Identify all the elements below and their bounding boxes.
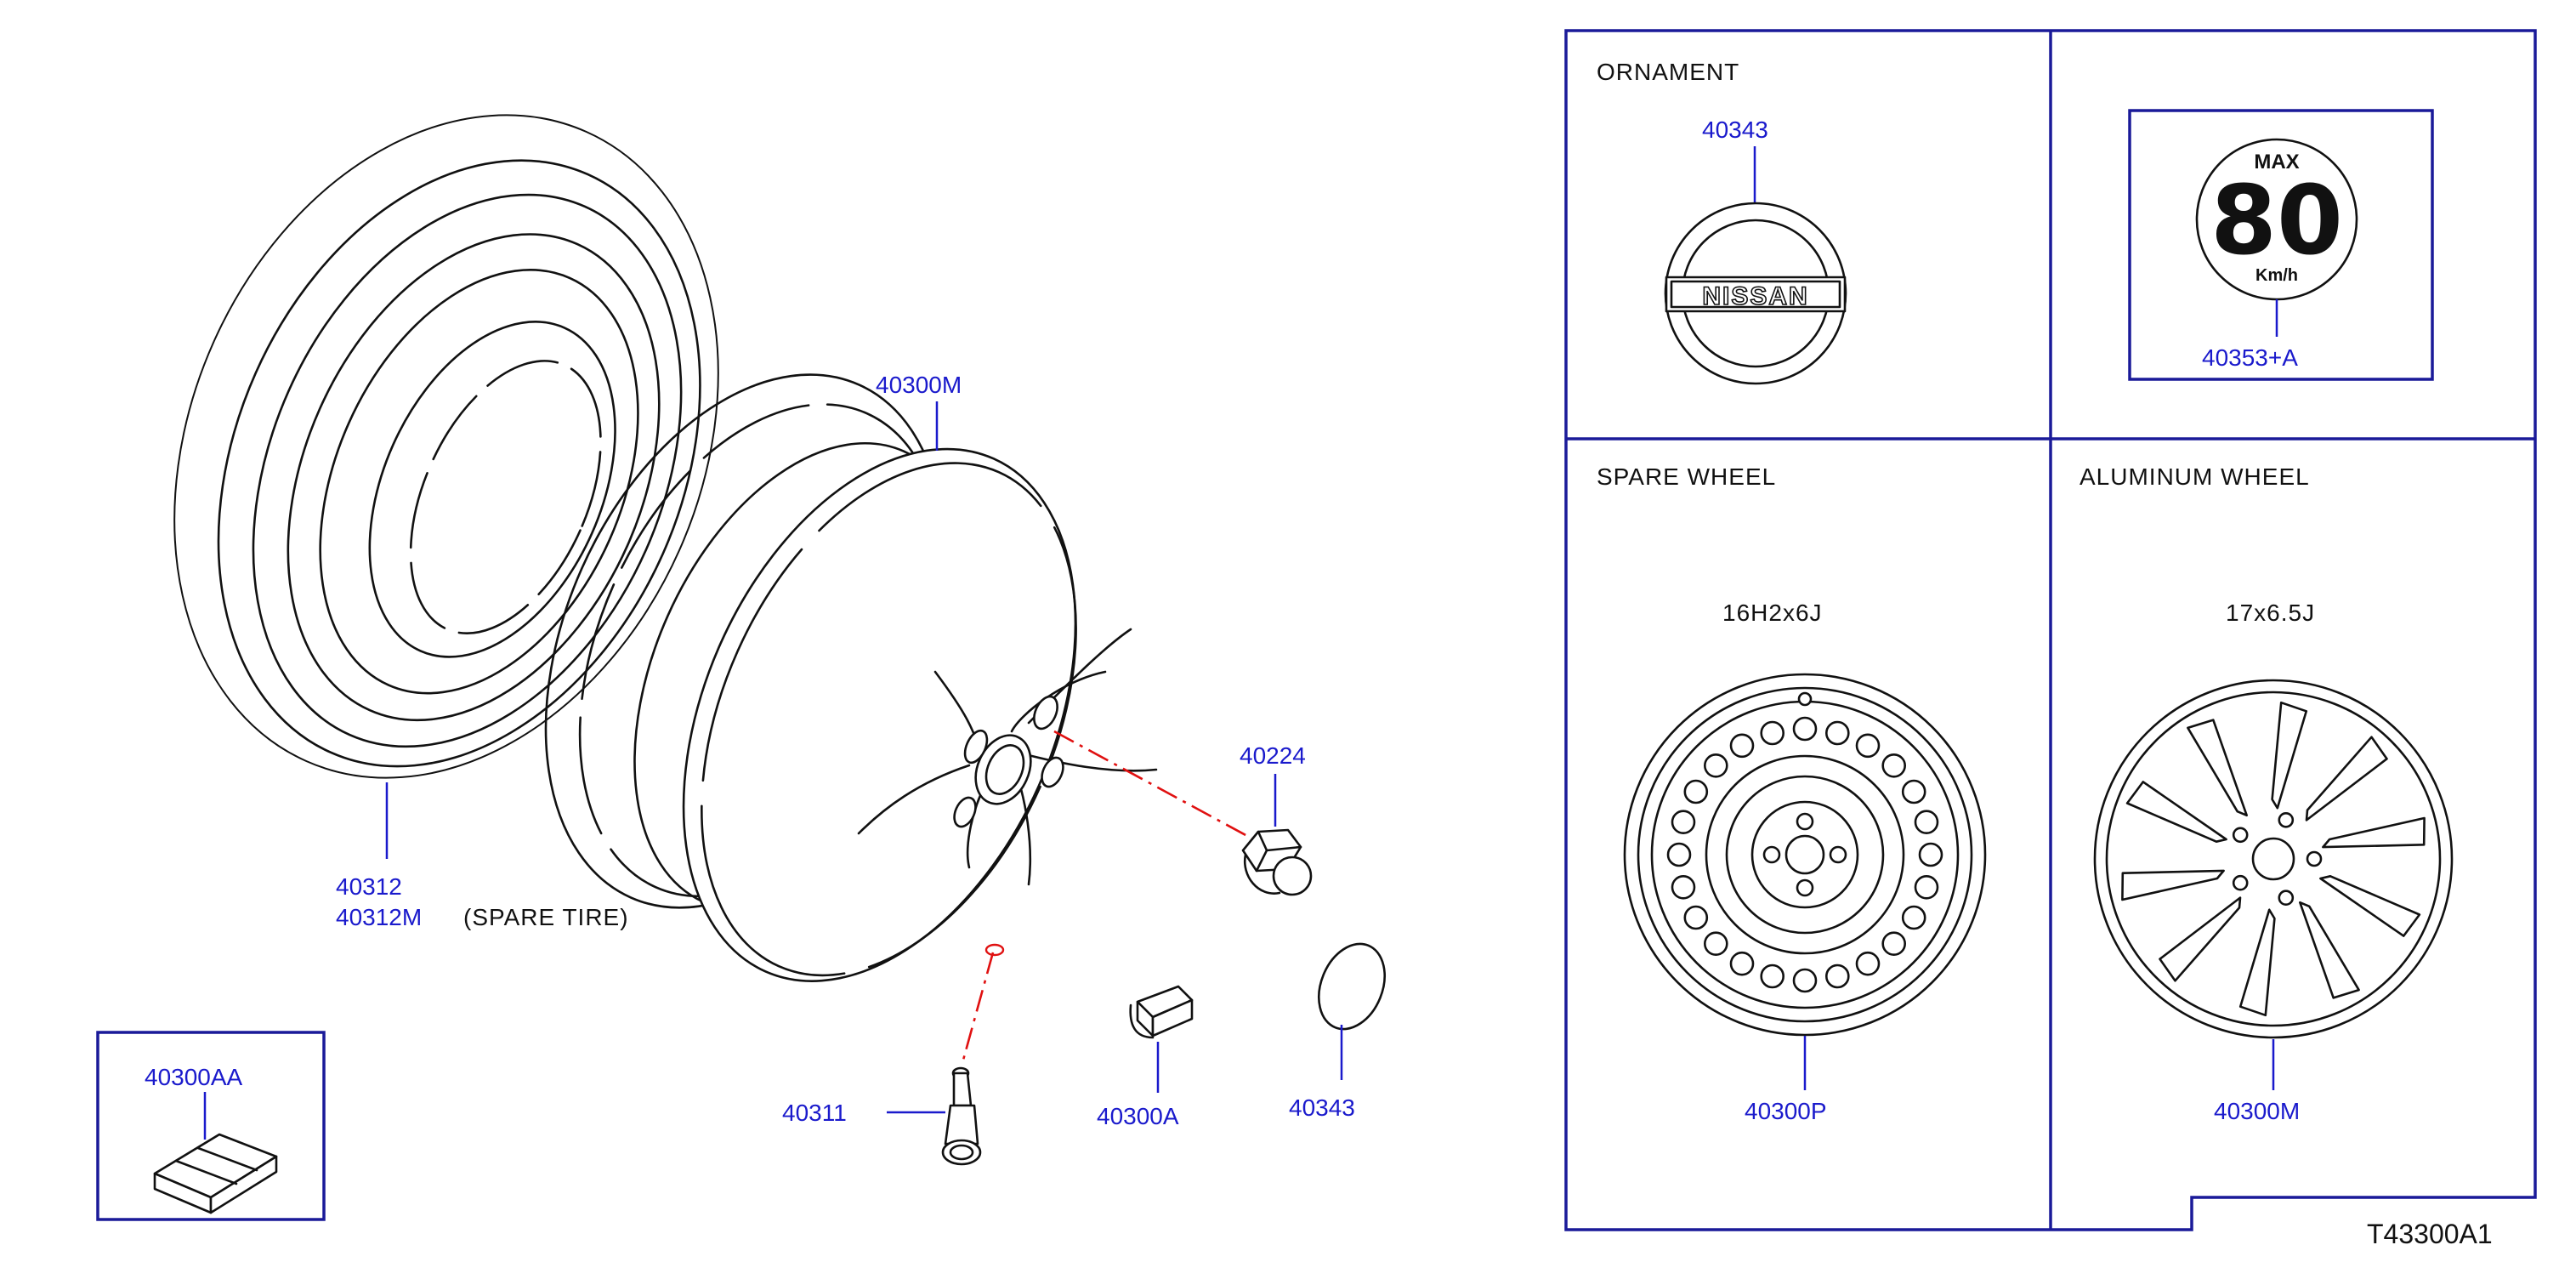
spare-wheel-vent-hole	[1792, 716, 1818, 742]
spare-wheel-part-number: 40300P	[1745, 1098, 1827, 1124]
spare-wheel-vent-hole	[1671, 810, 1696, 835]
ornament-title: ORNAMENT	[1597, 59, 1739, 85]
wheel-part-number: 40300M	[876, 372, 962, 398]
ornament-badge-text: NISSAN	[1702, 282, 1808, 310]
aluminum-wheel-spoke-window	[2271, 701, 2308, 810]
speed-unit: Km/h	[2255, 266, 2298, 285]
aluminum-wheel-part-number: 40300M	[2214, 1098, 2300, 1124]
aluminum-wheel-lug-hole	[2278, 890, 2295, 906]
spare-wheel-vent-hole	[1666, 842, 1692, 867]
speed-label-part-number: 40353+A	[2202, 344, 2298, 371]
ornament-part-number: 40343	[1702, 117, 1768, 143]
aluminum-wheel-title: ALUMINUM WHEEL	[2080, 463, 2310, 490]
spare-wheel-vent-hole	[1683, 905, 1709, 930]
spare-wheel-vent-hole	[1918, 842, 1943, 867]
aluminum-wheel-spoke-window	[2322, 816, 2426, 849]
spare-tire-part-number: 40312M	[336, 904, 422, 930]
spare-wheel-drawing	[1623, 673, 1987, 1037]
spare-wheel-vent-hole	[1683, 779, 1709, 804]
nissan-ornament-drawing: NISSAN	[1664, 202, 1847, 385]
spare-wheel-vent-hole	[1855, 951, 1881, 976]
cap-drawing	[1318, 942, 1386, 1031]
spare-wheel-vent-hole	[1792, 968, 1818, 993]
spare-wheel-vent-hole	[1901, 779, 1926, 804]
aluminum-wheel-spoke-window	[2305, 736, 2388, 821]
weight-kit-frame	[96, 1031, 326, 1221]
speed-value: 80	[2210, 166, 2343, 276]
aluminum-wheel-spoke-window	[2121, 869, 2225, 901]
aluminum-wheel-lug-hole	[2232, 874, 2249, 891]
spare-wheel-vent-hole	[1855, 733, 1881, 759]
wheel-nut-drawing	[1241, 828, 1313, 896]
weight-kit-part-number: 40300AA	[145, 1064, 243, 1090]
balance-weight-part-number: 40300A	[1097, 1103, 1179, 1129]
weight-kit-drawing	[153, 1133, 278, 1214]
spare-wheel-vent-hole	[1671, 875, 1696, 900]
panel-frames	[1564, 29, 2537, 1231]
spare-wheel-vent-hole	[1704, 753, 1728, 778]
spare-wheel-title: SPARE WHEEL	[1597, 463, 1776, 490]
tire-drawing	[173, 114, 719, 779]
nut-part-number: 40224	[1240, 742, 1306, 769]
aluminum-wheel-lug-hole	[2278, 811, 2295, 828]
aluminum-wheel-spoke-window	[2159, 896, 2242, 982]
spare-wheel-vent-hole	[1704, 931, 1728, 956]
tire-part-number: 40312	[336, 873, 402, 900]
valve-drawing	[941, 1066, 982, 1166]
spare-wheel-vent-hole	[1825, 964, 1850, 989]
aluminum-wheel-spoke-window	[2187, 719, 2248, 817]
aluminum-wheel-spoke-window	[2125, 781, 2227, 843]
spare-wheel-vent-hole	[1881, 753, 1906, 778]
spare-tire-note: (SPARE TIRE)	[463, 904, 629, 930]
wheel-drawing	[544, 373, 1158, 982]
spare-wheel-vent-hole	[1729, 951, 1755, 976]
speed-max-text: MAX	[2254, 151, 2299, 173]
spare-wheel-vent-hole	[1914, 875, 1939, 900]
aluminum-wheel-size: 17x6.5J	[2226, 600, 2315, 626]
valve-hole	[984, 943, 1005, 957]
aluminum-wheel-lug-hole	[2232, 827, 2249, 844]
balance-weight-drawing	[1129, 985, 1194, 1039]
valve-alignment-line	[961, 952, 995, 1064]
aluminum-wheel-spoke-window	[2299, 901, 2360, 999]
diagram-code: T43300A1	[2367, 1219, 2493, 1249]
spare-wheel-vent-hole	[1760, 964, 1784, 989]
aluminum-wheel-drawing	[2093, 679, 2454, 1039]
spare-wheel-vent-hole	[1901, 905, 1926, 930]
speed-label-drawing: MAX 80 Km/h	[2195, 138, 2358, 301]
spare-wheel-vent-hole	[1729, 733, 1755, 759]
aluminum-wheel-spoke-window	[2319, 875, 2421, 937]
spare-wheel-vent-hole	[1825, 720, 1850, 746]
spare-wheel-size: 16H2x6J	[1722, 600, 1823, 626]
valve-part-number: 40311	[782, 1100, 847, 1126]
aluminum-wheel-spoke-window	[2238, 908, 2276, 1017]
aluminum-wheel-lug-hole	[2306, 850, 2323, 867]
spare-wheel-vent-hole	[1881, 931, 1906, 956]
nut-alignment-line	[1053, 730, 1259, 844]
cap-part-number: 40343	[1289, 1094, 1355, 1121]
spare-wheel-vent-hole	[1914, 810, 1939, 835]
spare-wheel-vent-hole	[1760, 720, 1784, 746]
speed-label-frame	[2128, 109, 2434, 381]
